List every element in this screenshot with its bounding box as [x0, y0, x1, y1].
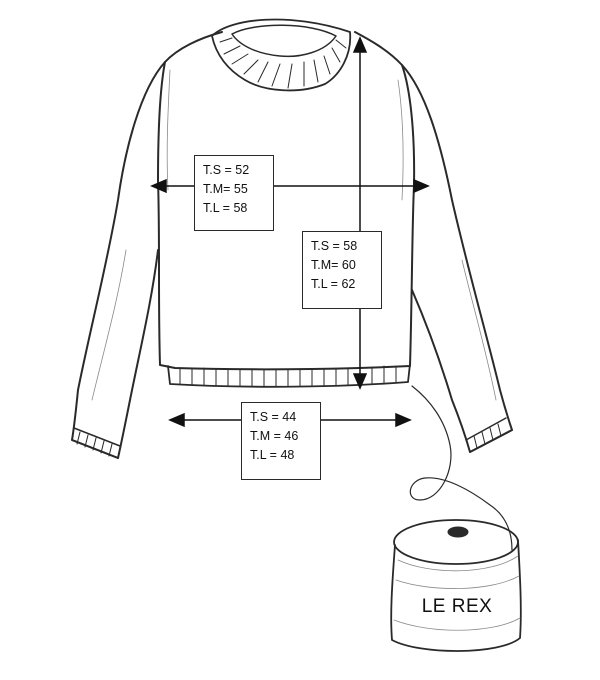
- hem-band: [167, 363, 411, 388]
- chest-size-s: T.S = 52: [203, 163, 250, 177]
- cuff-left: [71, 427, 121, 459]
- length-size-m: T.M= 60: [311, 258, 356, 272]
- collar-outer: [211, 18, 352, 92]
- chest-size-m: T.M= 55: [203, 182, 248, 196]
- yarn-cone-body: [390, 539, 522, 652]
- length-arrow: [352, 36, 368, 390]
- yarn-thread: [409, 385, 513, 551]
- hem-width-label: T.S = 44 T.M = 46 T.L = 48: [241, 402, 321, 480]
- length-size-l: T.L = 62: [311, 277, 356, 291]
- yarn-cone-top: [393, 519, 519, 565]
- sweater-right-sleeve: [401, 64, 513, 453]
- collar-inner: [231, 24, 337, 58]
- hem-rib-lines: [179, 365, 397, 387]
- cuff-right: [465, 417, 513, 453]
- length-size-s: T.S = 58: [311, 239, 358, 253]
- chest-width-label: T.S = 52 T.M= 55 T.L = 58: [194, 155, 274, 231]
- hem-size-l: T.L = 48: [250, 448, 295, 462]
- hem-size-s: T.S = 44: [250, 410, 297, 424]
- chest-size-l: T.L = 58: [203, 201, 248, 215]
- sweater-left-sleeve: [71, 61, 166, 459]
- body-length-label: T.S = 58 T.M= 60 T.L = 62: [302, 231, 382, 309]
- hem-size-m: T.M = 46: [250, 429, 299, 443]
- yarn-cone-hole: [447, 526, 469, 538]
- yarn-brand-label: LE REX: [421, 596, 493, 617]
- collar-rib-lines: [219, 37, 347, 89]
- shading: [91, 69, 497, 401]
- yarn-wrap-lines: [393, 555, 521, 631]
- sweater-body: [157, 31, 416, 371]
